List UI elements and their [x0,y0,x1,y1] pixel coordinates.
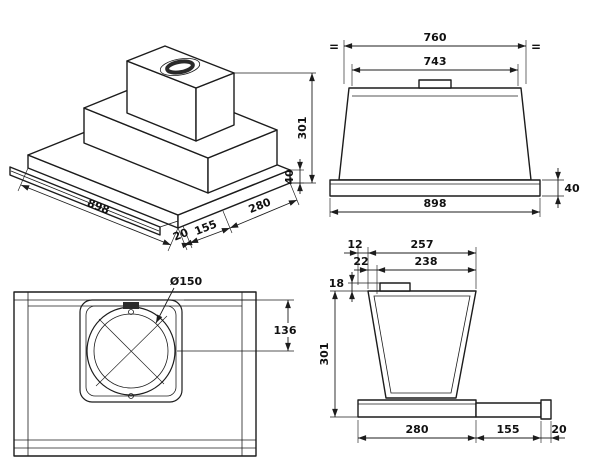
iso-dim-40: 40 [283,169,296,185]
side-visor-handle [540,399,552,420]
iso-dim-20: 20 [171,226,190,244]
fan-opening-inner-circle [93,313,169,389]
motor-top-face [126,45,235,89]
side-base-plate [357,399,477,418]
side-dim-18: 18 [329,277,344,290]
front-view: 760 = = 743 898 40 [329,31,580,217]
side-canopy-inner-wall [373,295,471,394]
side-view: 12 257 22 238 18 301 280 155 20 [318,238,567,443]
bolt-hole [128,309,134,315]
isometric-view: 898 20 155 280 40 301 [9,45,316,252]
extension-line [222,210,233,234]
dimension-line-155 [189,227,231,244]
side-dim-12: 12 [347,238,362,251]
iso-dim-301: 301 [296,117,309,140]
side-dim-301: 301 [318,343,331,366]
side-dim-280: 280 [406,423,429,436]
front-vent-collar [418,79,452,89]
bolt-hole [128,393,134,399]
mount-slot [123,302,139,309]
extension-line [17,167,29,192]
equal-mark-left: = [329,40,339,54]
front-dim-743: 743 [424,55,447,68]
side-visor [475,402,542,418]
side-dim-22: 22 [353,255,368,268]
bottom-dim-diameter: Ø150 [170,275,203,288]
side-dim-257: 257 [411,238,434,251]
diagonal-line [98,318,165,385]
side-dim-238: 238 [415,255,438,268]
diagonal-line [95,315,168,387]
dimension-line-898 [20,184,172,246]
front-base-plate [329,179,541,197]
equal-mark-right: = [531,40,541,54]
vent-collar-outer [159,57,201,77]
dimension-line-20 [181,239,193,249]
side-dim-20: 20 [551,423,567,436]
side-vent-collar [379,282,411,292]
label-backing [272,323,299,337]
bottom-view: Ø150 136 [13,275,299,457]
extension-line [167,227,179,252]
leader-line-diameter [155,287,175,324]
front-dim-760: 760 [424,31,447,44]
bottom-dim-136: 136 [274,324,297,337]
front-dim-898: 898 [424,197,447,210]
side-canopy-outline [367,290,477,399]
front-dim-40: 40 [564,182,580,195]
front-canopy-outline [338,87,532,181]
dimension-line-280 [229,199,298,229]
vent-collar-ring [165,59,195,75]
extension-line [289,182,300,206]
side-dim-155: 155 [497,423,520,436]
bottom-outline [13,291,257,457]
